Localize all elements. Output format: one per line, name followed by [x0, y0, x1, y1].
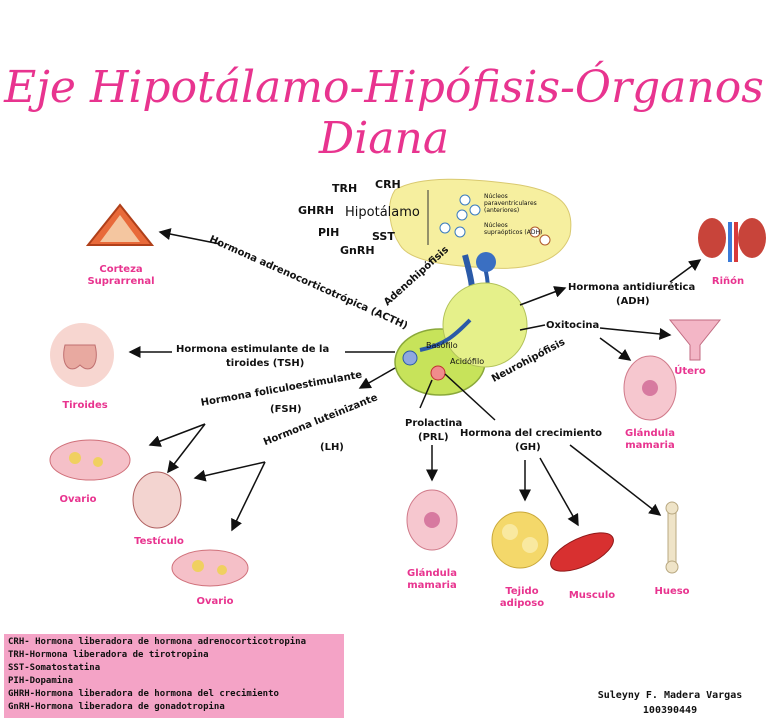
page-title: Eje Hipotálamo-Hipófisis-Órganos Diana [4, 62, 764, 164]
mammary-gland-1-label-1: Glándula [407, 568, 457, 579]
adrenal-cortex-label-1: Corteza [99, 264, 143, 275]
muscle-label: Musculo [568, 590, 616, 601]
tsh-label-1: Hormona estimulante de la [176, 344, 330, 355]
gh-label-2: (GH) [515, 442, 541, 453]
adh-label-1: Hormona antidiurética [568, 282, 696, 293]
mammary-gland-2-label: Glándula mamaria [618, 428, 682, 452]
ovary-2-label: Ovario [196, 596, 234, 607]
hormone-trh: TRH [332, 182, 358, 195]
testicle-label: Testículo [134, 536, 184, 547]
author-block: Suleyny F. Madera Vargas 100390449 [580, 688, 760, 718]
ovary-1-illustration [49, 439, 131, 481]
legend-item: PIH-Dopamina [8, 676, 74, 686]
hormone-crh: CRH [375, 178, 401, 191]
legend-item: GnRH-Hormona liberadora de gonadotropina [8, 702, 225, 712]
pituitary-illustration [394, 252, 528, 396]
adrenal-cortex-label-2: Suprarrenal [87, 276, 155, 287]
legend-item: TRH-Hormona liberadora de tirotropina [8, 650, 209, 660]
bone-illustration [665, 501, 679, 574]
thyroid-label: Tiroides [62, 400, 108, 411]
adipose-tissue-label: Tejido adiposo [492, 586, 552, 610]
abbreviation-legend: CRH- Hormona liberadora de hormona adren… [4, 634, 344, 718]
adipose-tissue-label-2: adiposo [499, 598, 545, 609]
kidney-illustration [698, 218, 766, 262]
hormone-pih: PIH [318, 226, 340, 239]
mammary-gland-1-label-2: mamaria [407, 580, 457, 591]
mammary-gland-1-label: Glándula mamaria [400, 568, 464, 592]
hormone-sst: SST [372, 230, 395, 243]
mammary-gland-2-illustration [623, 355, 677, 421]
ovary-1-label: Ovario [59, 494, 97, 505]
acidophil-label: Acidófilo [450, 357, 485, 366]
adipose-tissue-illustration [491, 511, 549, 569]
gh-label-1: Hormona del crecimiento [460, 428, 603, 439]
author-id: 100390449 [642, 705, 698, 716]
tsh-label-2: tiroides (TSH) [226, 358, 305, 369]
legend-item: CRH- Hormona liberadora de hormona adren… [8, 637, 307, 647]
arrows [128, 228, 702, 532]
legend-item: GHRH-Hormona liberadora de hormona del c… [8, 689, 279, 699]
mammary-gland-1-illustration [406, 489, 458, 551]
mammary-gland-2-label-1: Glándula [625, 428, 675, 439]
uterus-illustration [668, 319, 722, 361]
mammary-gland-2-label-2: mamaria [625, 440, 675, 451]
lh-label-2: (LH) [320, 442, 344, 453]
prl-label-2: (PRL) [418, 432, 449, 443]
oxytocin-label: Oxitocina [546, 320, 600, 331]
uterus-label: Útero [674, 366, 706, 377]
fsh-label-2: (FSH) [270, 404, 302, 415]
legend-item: SST-Somatostatina [8, 663, 101, 673]
muscle-illustration [550, 532, 614, 572]
testicle-illustration [132, 471, 182, 529]
adipose-tissue-label-1: Tejido [505, 586, 539, 597]
bone-label: Hueso [654, 586, 690, 597]
basophil-label: Basófilo [426, 341, 458, 350]
kidney-label: Riñón [711, 276, 745, 287]
hormone-ghrh: GHRH [298, 204, 334, 217]
nuclei-paraventricular: Núcleos paraventriculares (anteriores) [484, 193, 537, 214]
hypothalamus-label: Hipotálamo [345, 205, 420, 220]
hypothalamus-illustration [389, 178, 572, 269]
thyroid-illustration [50, 323, 114, 387]
ovary-2-illustration [171, 549, 249, 587]
prl-label-1: Prolactina [405, 418, 463, 429]
nuclei-supraoptic: Núcleos supraópticos (ADH) [484, 222, 543, 236]
adrenal-cortex-label: Corteza Suprarrenal [86, 264, 156, 288]
hormone-gnrh: GnRH [340, 244, 375, 257]
author-name: Suleyny F. Madera Vargas [597, 690, 743, 701]
adrenal-cortex-illustration [85, 203, 155, 246]
adh-label-2: (ADH) [616, 296, 650, 307]
